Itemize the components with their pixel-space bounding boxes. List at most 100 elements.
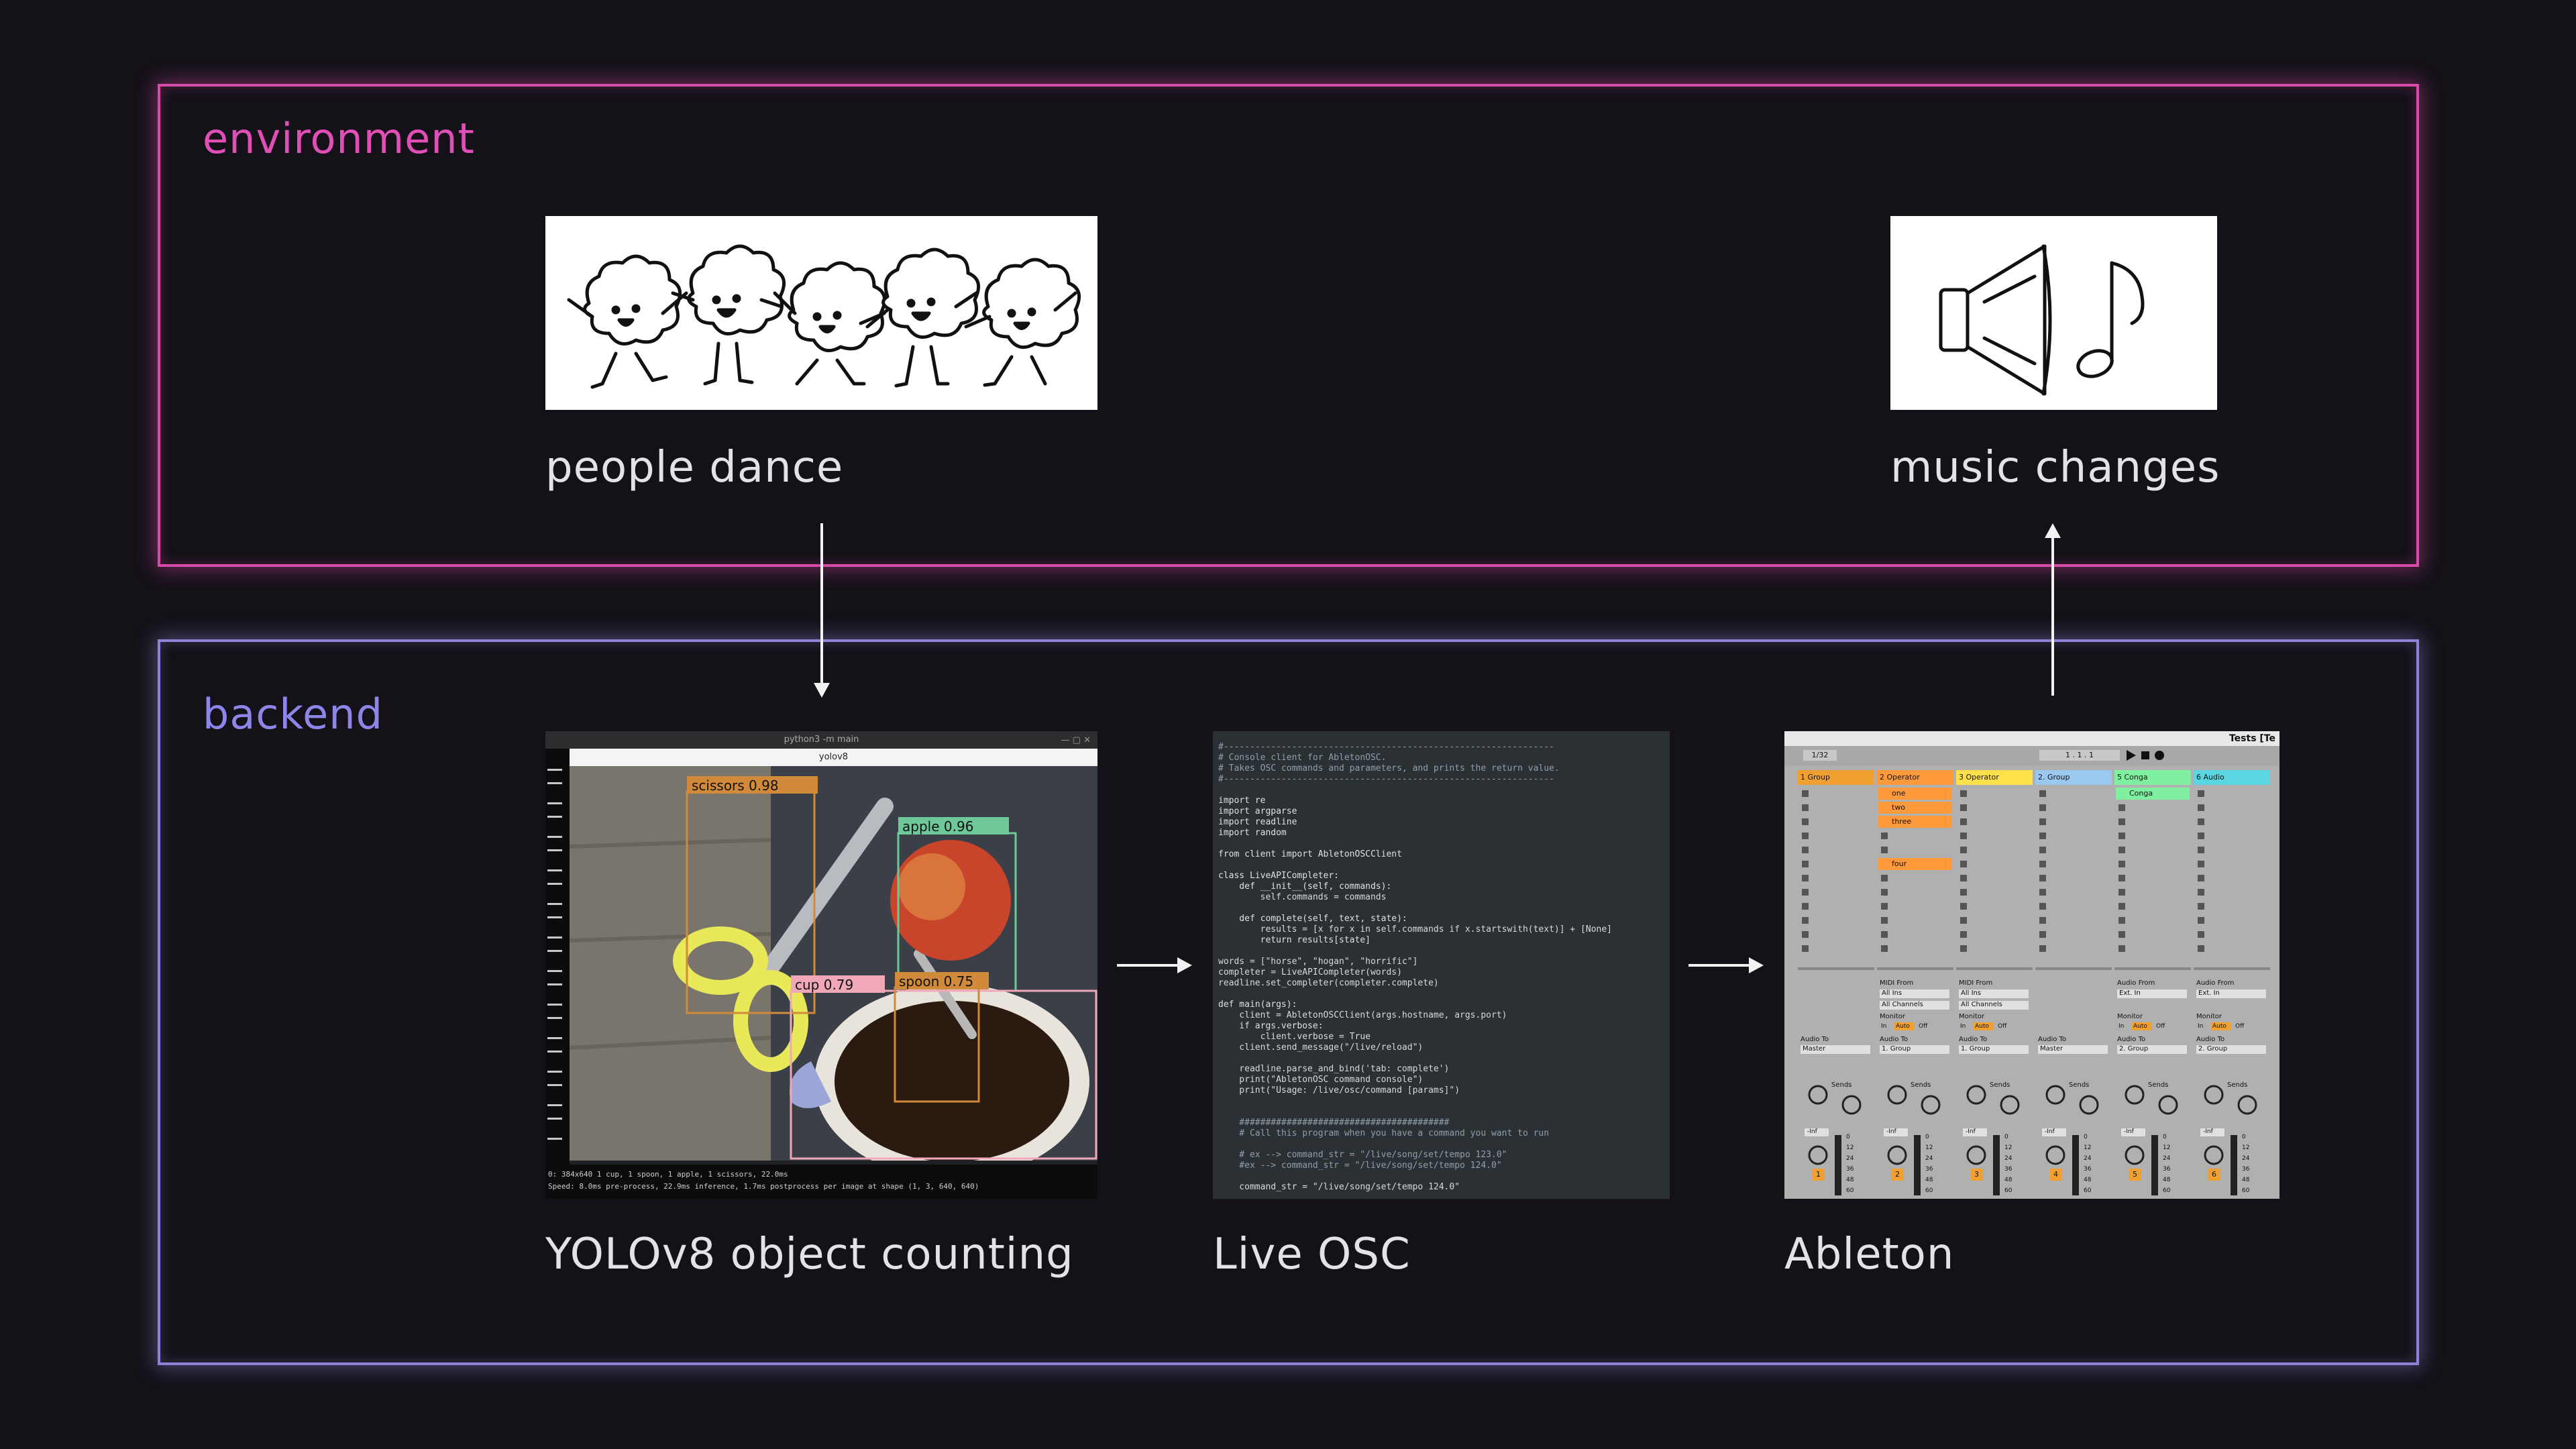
yolo-log-line-2: Speed: 8.0ms pre-process, 22.9ms inferen… (548, 1182, 977, 1191)
track-divider (1798, 967, 1874, 970)
clip-slot-stop (1881, 833, 1888, 839)
monitor-auto (1974, 1022, 1994, 1030)
meter-scale-label: 24 (1925, 1155, 1933, 1162)
volume-value: -Inf (2124, 1128, 2134, 1135)
speaker-music-note-icon (1939, 244, 2145, 396)
meter-scale-label: 36 (2163, 1166, 2171, 1173)
audio-to-label: Audio To (1880, 1036, 1909, 1043)
pan-knob (1887, 1145, 1907, 1165)
send-knob (2045, 1085, 2065, 1105)
clip-slot-stop (2118, 945, 2125, 952)
track-header (1877, 770, 1953, 785)
sends-label: Sends (1990, 1081, 2010, 1089)
monitor-off: Off (2235, 1023, 2245, 1030)
track-number-button (2050, 1169, 2062, 1181)
code-line: print("Usage: /live/osc/command [params]… (1218, 1085, 1460, 1095)
terminal-lines (547, 769, 562, 1140)
code-line: client.verbose = True (1218, 1032, 1371, 1042)
io-select (2117, 989, 2187, 998)
code-line: results = [x for x in self.commands if x… (1218, 924, 1612, 934)
code-line: def main(args): (1218, 1000, 1297, 1010)
send-knob (2204, 1085, 2224, 1105)
meter-scale-label: 48 (2084, 1177, 2092, 1183)
send-knob (1808, 1085, 1828, 1105)
ableton-titlebar: Tests [Te (1784, 731, 2279, 746)
code-line: # ex --> command_str = "/live/song/set/t… (1218, 1150, 1507, 1160)
clip-slot-stop (2039, 875, 2046, 881)
clip-slot-stop (2118, 889, 2125, 896)
clip-slot-stop (1802, 917, 1809, 924)
monitor-off: Off (1998, 1023, 2007, 1030)
yolo-log-area: 0: 384x640 1 cup, 1 spoon, 1 apple, 1 sc… (545, 1165, 1097, 1199)
code-line: return results[state] (1218, 935, 1371, 945)
volume-value: -Inf (1807, 1128, 1817, 1135)
clip-slot-stop (2118, 861, 2125, 867)
volume-value: -Inf (2203, 1128, 2213, 1135)
record-icon[interactable] (2155, 751, 2164, 760)
code-line: # Console client for AbletonOSC. (1218, 753, 1387, 763)
clip-slot-stop (2198, 804, 2204, 811)
track-number-button (2129, 1169, 2141, 1181)
level-meter (1835, 1135, 1841, 1195)
arrow-osc-to-ableton-head (1749, 957, 1764, 973)
environment-label: environment (203, 114, 475, 163)
ableton-caption: Ableton (1784, 1230, 1955, 1279)
io-select (1880, 1045, 1949, 1054)
terminal-sidebar (545, 749, 570, 1165)
clip-slot-stop (2198, 861, 2204, 867)
meter-scale-label: 0 (2004, 1134, 2008, 1140)
yolo-window-title: python3 -m main (784, 735, 859, 745)
io-select-value: All Ins (1961, 989, 1982, 997)
volume-value: -Inf (2045, 1128, 2055, 1135)
clip-slot-stop (1802, 903, 1809, 910)
track-number: 2 (1895, 1170, 1900, 1179)
io-select (1959, 1045, 2029, 1054)
pan-knob (2125, 1145, 2145, 1165)
code-line: readline.parse_and_bind('tab: complete') (1218, 1064, 1450, 1074)
song-position[interactable]: 1 . 1 . 1 (2039, 750, 2120, 761)
quantize-select[interactable]: 1/32 (1803, 750, 1837, 761)
meter-scale-label: 12 (2242, 1144, 2250, 1151)
clip-slot-stop (1881, 945, 1888, 952)
clip-slot-stop (2198, 875, 2204, 881)
code-line: # Call this program when you have a comm… (1218, 1128, 1550, 1138)
code-line: def __init__(self, commands): (1218, 881, 1392, 892)
sends-label: Sends (1911, 1081, 1931, 1089)
meter-scale-label: 60 (1846, 1187, 1854, 1194)
clip-slot-stop (1802, 804, 1809, 811)
code-line: self.commands = commands (1218, 892, 1387, 902)
meter-scale-label: 12 (2004, 1144, 2012, 1151)
stop-icon[interactable] (2141, 751, 2149, 759)
meter-scale-label: 0 (2163, 1134, 2167, 1140)
meter-scale-label: 12 (2084, 1144, 2092, 1151)
dancing-cloud-figures-icon (567, 244, 1081, 389)
track-divider (2194, 967, 2270, 970)
play-icon[interactable] (2127, 750, 2136, 761)
monitor-label: Monitor (2196, 1013, 2222, 1020)
clip-slot-stop (1960, 931, 1967, 938)
spoon-label: spoon 0.75 (899, 973, 974, 989)
meter-scale-label: 60 (2004, 1187, 2012, 1194)
clip-slot-stop (2118, 917, 2125, 924)
window-controls-icon: — ▢ ✕ (1061, 735, 1091, 745)
code-line: def complete(self, text, state): (1218, 914, 1407, 924)
code-line: #---------------------------------------… (1218, 774, 1554, 784)
code-line: # Takes OSC commands and parameters, and… (1218, 763, 1560, 773)
audio-to-label: Audio To (2196, 1036, 2225, 1043)
pan-knob (1966, 1145, 1986, 1165)
meter-scale-label: 48 (1846, 1177, 1854, 1183)
meter-scale-label: 60 (2242, 1187, 2250, 1194)
meter-scale-label: 36 (1846, 1166, 1854, 1173)
pan-knob (1808, 1145, 1828, 1165)
monitor-auto (2132, 1022, 2152, 1030)
track-number-button (1813, 1169, 1825, 1181)
io-select-value: All Channels (1961, 1001, 2002, 1008)
code-line: #---------------------------------------… (1218, 742, 1554, 752)
level-meter (2231, 1135, 2237, 1195)
track-name: 6 Audio (2196, 773, 2224, 782)
io-select (2038, 1045, 2108, 1054)
clip-slot-stop (2118, 847, 2125, 853)
clip (1878, 788, 1952, 800)
clip-slot-stop (1960, 945, 1967, 952)
clip-slot-stop (1802, 818, 1809, 825)
